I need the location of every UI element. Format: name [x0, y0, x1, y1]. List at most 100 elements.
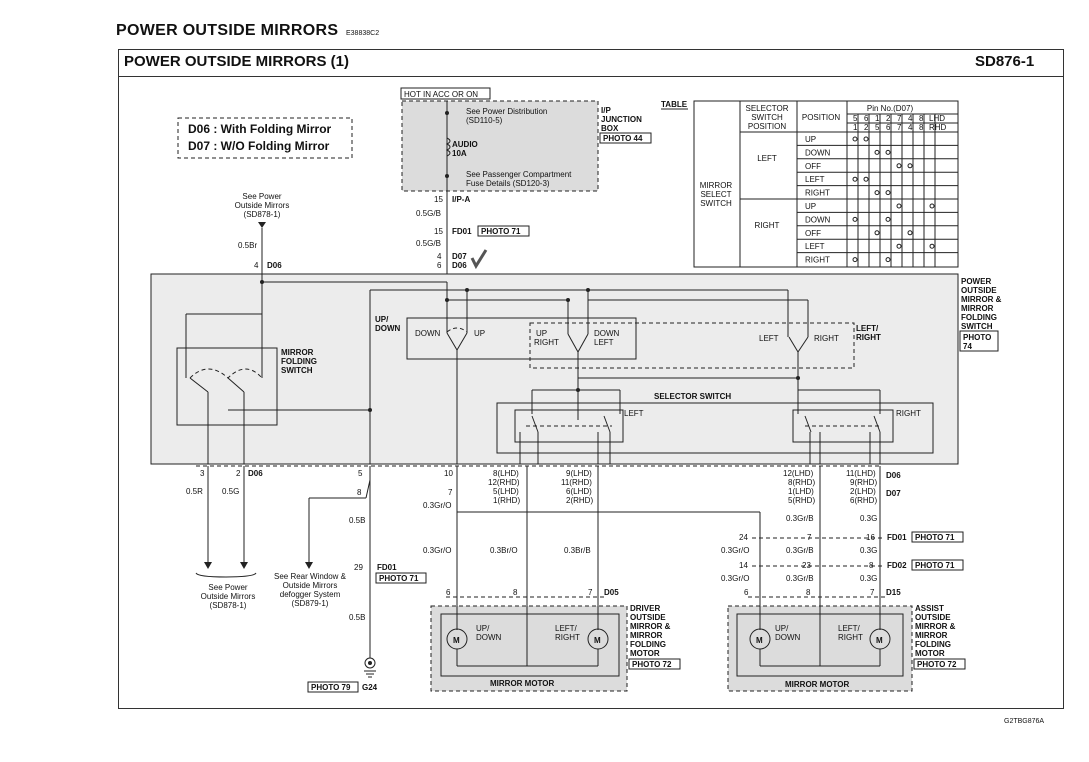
ref-text: Outside Mirrors	[201, 592, 256, 601]
wire-color: 0.5B	[349, 613, 365, 622]
table-contact-dot	[896, 163, 902, 169]
folding-switch-label: MIRROR	[281, 348, 314, 357]
folding-switch-label: FOLDING	[281, 357, 317, 366]
pin-label: 1(LHD)	[788, 487, 814, 496]
ref-text: See Power	[208, 583, 247, 592]
side-label-line: SWITCH	[961, 322, 993, 331]
connector-dot	[445, 111, 449, 115]
pin-label: 8	[357, 488, 362, 497]
connector-d05: D05	[604, 588, 619, 597]
wire-color: 0.3Br/O	[490, 546, 518, 555]
motor-label: ASSIST	[915, 604, 944, 613]
assist-mirror-motor: M M UP/ DOWN LEFT/ RIGHT MIRROR MOTOR AS…	[727, 604, 966, 692]
pin-label: 5	[358, 469, 363, 478]
photo-71: PHOTO 71	[915, 533, 955, 542]
ref-text: See Rear Window &	[274, 572, 347, 581]
motor-label: MIRROR	[630, 631, 663, 640]
table-contact-dot	[852, 136, 858, 142]
side-label-line: FOLDING	[961, 313, 997, 322]
motor-leftright: RIGHT	[838, 633, 863, 642]
leftright-label: LEFT/	[856, 324, 879, 333]
connector-fd01: FD01	[377, 563, 397, 572]
pin-label: 8(RHD)	[788, 478, 815, 487]
table-header: SWITCH	[751, 113, 783, 122]
photo-72: PHOTO 72	[917, 660, 957, 669]
motor-leftright: RIGHT	[555, 633, 580, 642]
ref-text: See Power	[242, 192, 281, 201]
folding-switch-label: SWITCH	[281, 366, 313, 375]
ref-power-distribution-code: (SD110-5)	[466, 116, 503, 125]
wire-color: 0.3G	[860, 546, 877, 555]
table-position: UP	[805, 202, 816, 211]
pin-label: 7	[588, 588, 593, 597]
table-header: POSITION	[802, 113, 840, 122]
photo-44: PHOTO 44	[603, 134, 643, 143]
pin-label: 2(RHD)	[566, 496, 593, 505]
table-contact-dot	[863, 176, 869, 182]
table-header: SELECTOR	[746, 104, 789, 113]
driver-mirror-motor: M M UP/ DOWN LEFT/ RIGHT MIRROR MOTOR DR…	[430, 604, 681, 692]
side-label-line: OUTSIDE	[961, 286, 997, 295]
pin-label: 11(RHD)	[561, 478, 592, 487]
check-mark-icon	[470, 249, 488, 270]
junction-shade	[402, 101, 598, 191]
left-feed: See Power Outside Mirrors (SD878-1) 0.5B…	[235, 192, 289, 274]
table-contact-dot	[896, 243, 902, 249]
table-group-label: MIRROR	[700, 181, 733, 190]
motor-updown: UP/	[476, 624, 490, 633]
connector-d06: D06	[248, 469, 263, 478]
connector-d07: D07	[886, 489, 901, 498]
switch-pos-down: DOWN	[594, 329, 620, 338]
table-contact-dot	[885, 149, 891, 155]
photo-71: PHOTO 71	[379, 574, 419, 583]
switch-pos-left: LEFT	[759, 334, 779, 343]
table-contact-dot	[863, 136, 869, 142]
title-divider	[118, 76, 1064, 77]
pin-label: 2(LHD)	[850, 487, 876, 496]
lhd-label: LHD	[929, 114, 945, 123]
side-label-line: MIRROR	[961, 304, 994, 313]
pin-label: 2	[236, 469, 241, 478]
switch-shade	[151, 274, 958, 464]
motor-label: DRIVER	[630, 604, 660, 613]
connector-fd02: FD02	[887, 561, 907, 570]
pin-number-rhd: 1	[853, 123, 858, 132]
junction-label-1: I/P	[601, 106, 611, 115]
table-contact-dot	[929, 243, 935, 249]
pin-label: 6(LHD)	[566, 487, 592, 496]
pin-number-lhd: 7	[897, 114, 902, 123]
pin-label: 3	[200, 469, 205, 478]
table-position: LEFT	[805, 175, 825, 184]
updown-switch-box	[406, 317, 637, 360]
junction-box: HOT IN ACC OR ON See Power Distribution …	[400, 87, 652, 192]
pin-label: 16	[866, 533, 875, 542]
table-left: LEFT	[757, 154, 777, 163]
junction-label-2: JUNCTION	[601, 115, 642, 124]
wire-color: 0.3Gr/O	[423, 501, 451, 510]
page-header-code: E38838C2	[346, 30, 380, 37]
pin-label: 6	[437, 261, 442, 270]
motor-label: OUTSIDE	[630, 613, 666, 622]
switch-table: TABLE SELECTOR SWITCH POSITION POSITION …	[661, 100, 959, 268]
pin-label: 5(LHD)	[493, 487, 519, 496]
pin-number-lhd: 5	[853, 114, 858, 123]
fuse-name: AUDIO	[452, 140, 478, 149]
arrow-down-icon	[240, 562, 248, 569]
junction-label-3: BOX	[601, 124, 619, 133]
ground-icon	[364, 657, 376, 669]
fuse-amp: 10A	[452, 149, 467, 158]
motor-label: MIRROR &	[630, 622, 671, 631]
wire-color: 0.3Gr/B	[786, 574, 814, 583]
pin-number-rhd: 7	[897, 123, 902, 132]
ref-text: (SD879-1)	[292, 599, 329, 608]
pin-number-rhd: 4	[908, 123, 913, 132]
table-group-label: SELECT	[700, 190, 731, 199]
motor-name: MIRROR MOTOR	[785, 680, 850, 689]
switch-pos-down: DOWN	[415, 329, 441, 338]
pin-label: 9(RHD)	[850, 478, 877, 487]
table-position: DOWN	[805, 148, 831, 157]
connector-dot	[465, 288, 469, 292]
pin-label: 4	[254, 261, 259, 270]
connector-dot	[586, 288, 590, 292]
pin-label: 12(LHD)	[783, 469, 814, 478]
